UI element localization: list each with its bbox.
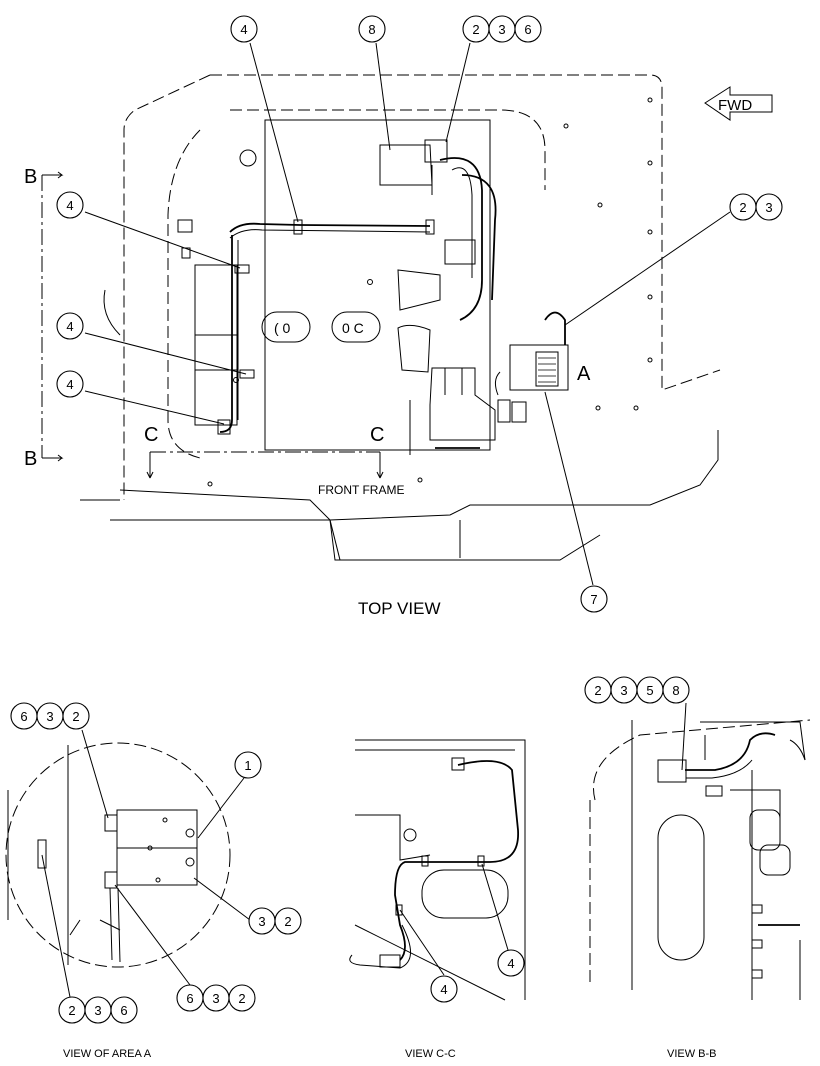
section-b-top-letter: B <box>24 166 37 188</box>
front-frame-label: FRONT FRAME <box>318 483 404 497</box>
callout-top-236: 2 3 6 <box>462 15 542 43</box>
callout-top-8: 8 <box>358 15 386 43</box>
callout-number: 2 <box>472 22 479 37</box>
section-c-right-letter: C <box>370 424 384 446</box>
view-cc-title: VIEW C-C <box>405 1048 456 1060</box>
callout-number: 6 <box>120 1003 127 1018</box>
callout-number: 4 <box>507 956 514 971</box>
callout-number: 2 <box>72 709 79 724</box>
svg-text:0 C: 0 C <box>342 320 364 336</box>
section-c-left-letter: C <box>144 424 158 446</box>
callout-number: 7 <box>590 592 597 607</box>
callout-bb-2358: 2 3 5 8 <box>584 676 690 704</box>
callout-a-1: 1 <box>234 751 262 779</box>
callout-number: 3 <box>258 914 265 929</box>
callout-circle <box>514 15 542 43</box>
callout-circle <box>662 676 690 704</box>
callout-top-4-a: 4 <box>230 15 258 43</box>
callout-circle <box>755 193 783 221</box>
view-cc-leaders <box>399 863 509 976</box>
callout-circle <box>56 191 84 219</box>
area-a-marker: A <box>577 363 591 385</box>
callout-number: 2 <box>238 991 245 1006</box>
top-view-leaders <box>84 42 731 586</box>
svg-text:( 0: ( 0 <box>274 320 291 336</box>
callout-number: 5 <box>646 683 653 698</box>
callout-a-632-bottom: 6 3 2 <box>176 984 256 1012</box>
callout-number: 6 <box>524 22 531 37</box>
callout-number: 6 <box>186 991 193 1006</box>
view-bb-title: VIEW B-B <box>667 1048 717 1060</box>
view-cc-drawing <box>349 739 526 1001</box>
callout-circle <box>497 949 525 977</box>
callout-top-4-c: 4 <box>56 312 84 340</box>
callout-circle <box>56 312 84 340</box>
callout-cc-4-right: 4 <box>497 949 525 977</box>
callout-number: 8 <box>368 22 375 37</box>
fwd-label: FWD <box>718 97 752 114</box>
callout-circle <box>358 15 386 43</box>
callout-a-236: 2 3 6 <box>58 996 138 1024</box>
view-area-a-leaders <box>41 729 251 998</box>
callout-number: 6 <box>20 709 27 724</box>
callout-number: 4 <box>66 319 73 334</box>
top-view-title: TOP VIEW <box>358 599 441 618</box>
callout-number: 3 <box>46 709 53 724</box>
callout-number: 4 <box>66 377 73 392</box>
callout-number: 2 <box>284 914 291 929</box>
callout-circle <box>580 585 608 613</box>
callout-circle <box>62 702 90 730</box>
callout-circle <box>56 370 84 398</box>
callout-top-4-b: 4 <box>56 191 84 219</box>
top-view-drawing: ( 0 0 C <box>41 74 773 561</box>
view-area-a-title: VIEW OF AREA A <box>63 1048 152 1060</box>
callout-number: 3 <box>620 683 627 698</box>
callout-number: 2 <box>739 200 746 215</box>
callout-number: 4 <box>240 22 247 37</box>
view-area-a-drawing <box>5 742 231 968</box>
callout-top-4-d: 4 <box>56 370 84 398</box>
callout-circle <box>274 907 302 935</box>
callout-number: 3 <box>212 991 219 1006</box>
callout-number: 2 <box>68 1003 75 1018</box>
callout-top-7: 7 <box>580 585 608 613</box>
callout-number: 4 <box>66 198 73 213</box>
callout-circle <box>228 984 256 1012</box>
callout-circle <box>430 975 458 1003</box>
callout-number: 2 <box>594 683 601 698</box>
callout-number: 8 <box>672 683 679 698</box>
callout-number: 3 <box>765 200 772 215</box>
callout-number: 3 <box>94 1003 101 1018</box>
section-b-bottom-letter: B <box>24 448 37 470</box>
callout-circle <box>230 15 258 43</box>
callout-a-632-top: 6 3 2 <box>10 702 90 730</box>
view-bb-drawing <box>589 719 811 1000</box>
callout-number: 4 <box>440 982 447 997</box>
callout-circle <box>110 996 138 1024</box>
view-bb-leaders <box>681 702 687 771</box>
callout-number: 1 <box>244 758 251 773</box>
callout-number: 3 <box>498 22 505 37</box>
callout-circle <box>234 751 262 779</box>
callout-cc-4-left: 4 <box>430 975 458 1003</box>
